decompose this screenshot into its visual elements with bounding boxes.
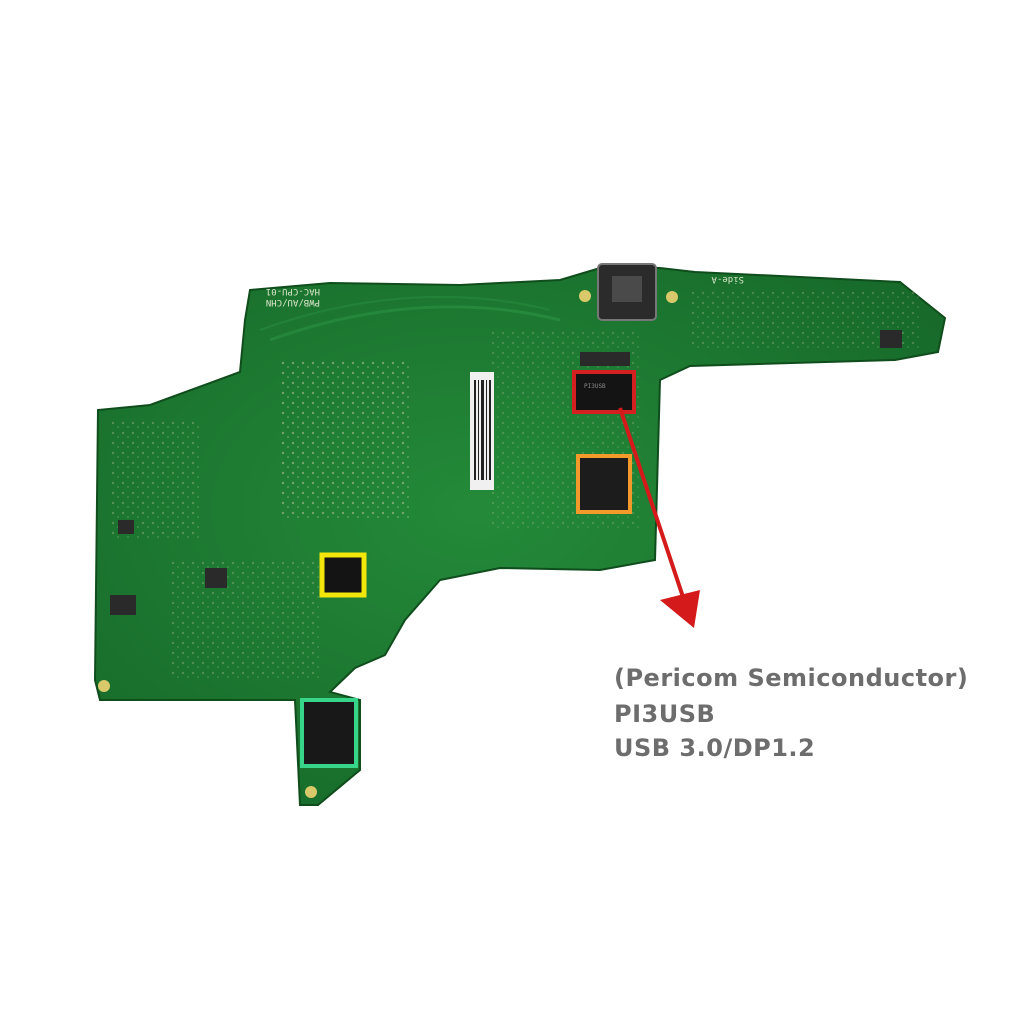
component-cluster: [280, 360, 410, 520]
mounting-hole: [579, 290, 591, 302]
power-chip: [319, 552, 367, 598]
svg-text:PI3USB: PI3USB: [584, 383, 606, 390]
arrowhead-icon: [660, 590, 700, 628]
mounting-hole: [98, 680, 110, 692]
caption-manufacturer: (Pericom Semiconductor): [614, 664, 969, 692]
memory-chip: [300, 698, 358, 768]
silkscreen-board-id: HAC-CPU-01: [266, 286, 320, 296]
pi3usb-chip: PI3USB: [572, 370, 636, 414]
trace: [269, 305, 561, 342]
trace: [259, 295, 551, 331]
silkscreen-region: PWB/AU/CHN: [266, 297, 320, 307]
callout-arrow: [618, 407, 688, 607]
caption-part: PI3USB: [614, 700, 716, 728]
mounting-hole: [305, 786, 317, 798]
usb-pd-chip: [576, 454, 632, 514]
silkscreen-side: Side-A: [711, 274, 744, 284]
caption-spec: USB 3.0/DP1.2: [614, 734, 816, 762]
mounting-hole: [666, 291, 678, 303]
component-cluster: [170, 560, 320, 680]
